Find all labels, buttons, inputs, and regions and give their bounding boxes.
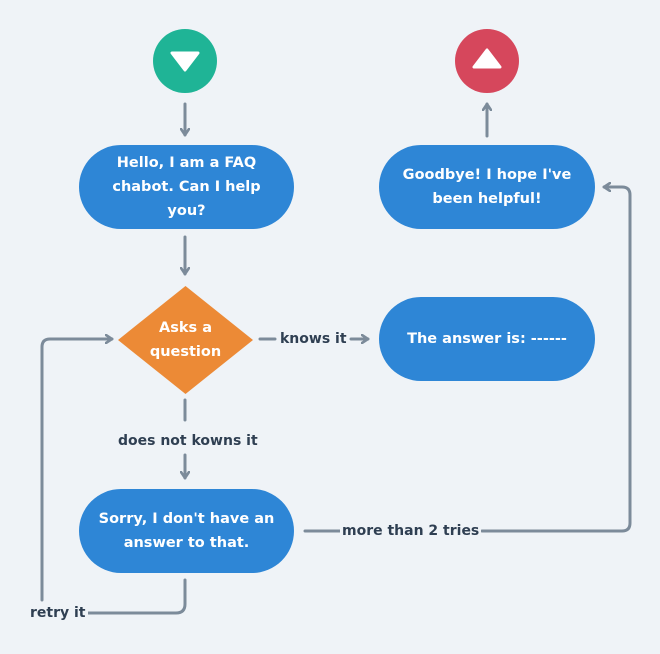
- sorry-node: Sorry, I don't have an answer to that.: [79, 489, 294, 573]
- answer-node: The answer is: ------: [379, 297, 595, 381]
- decision-node: Asks a question: [118, 286, 253, 394]
- end-terminal: [455, 29, 519, 93]
- connector-retry-loop: [86, 578, 187, 615]
- greeting-text: Hello, I am a FAQ chabot. Can I help you…: [112, 155, 261, 219]
- edge-label-does-not-know: does not kowns it: [116, 432, 260, 450]
- answer-text: The answer is: ------: [407, 331, 567, 347]
- start-terminal: [153, 29, 217, 93]
- greeting-node: Hello, I am a FAQ chabot. Can I help you…: [79, 145, 294, 229]
- edge-label-knows-it: knows it: [278, 330, 349, 348]
- connector-retry-loop-end: [40, 339, 114, 602]
- triangle-up-icon: [472, 48, 502, 69]
- sorry-text: Sorry, I don't have an answer to that.: [98, 511, 275, 551]
- decision-text: Asks a question: [149, 320, 222, 360]
- decision-diamond: [118, 286, 253, 394]
- edge-label-retry-it: retry it: [28, 604, 88, 622]
- triangle-down-icon: [170, 51, 200, 72]
- edge-label-more-than-two-tries: more than 2 tries: [340, 522, 482, 540]
- goodbye-node: Goodbye! I hope I've been helpful!: [379, 145, 595, 229]
- goodbye-text: Goodbye! I hope I've been helpful!: [402, 167, 572, 207]
- connector-sorry-to-goodbye-end: [480, 187, 632, 533]
